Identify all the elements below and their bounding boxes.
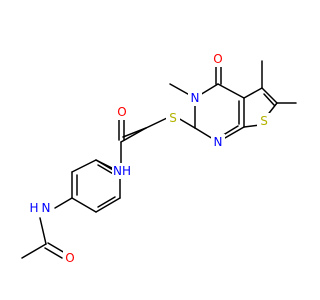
atom-labels: O N N S S O NH H bbox=[29, 51, 271, 266]
atom-n-acetamido: N bbox=[39, 200, 53, 216]
bond bbox=[71, 159, 97, 173]
atom-h-acetamido: H bbox=[29, 200, 39, 216]
atom-o-carbonyl: O bbox=[211, 51, 225, 67]
canvas-background bbox=[0, 0, 300, 300]
atom-o-amide: O bbox=[115, 104, 129, 120]
bond bbox=[145, 117, 168, 129]
bond bbox=[177, 117, 196, 129]
atom-label-o: O bbox=[65, 251, 74, 265]
atom-o-acetyl: O bbox=[63, 250, 77, 266]
bond bbox=[47, 242, 66, 254]
atom-label-o: O bbox=[213, 52, 222, 66]
bond bbox=[39, 217, 47, 245]
bond bbox=[263, 93, 275, 106]
atom-s-thiophene: S bbox=[257, 113, 271, 129]
atom-label-nh: NH bbox=[113, 164, 131, 178]
atom-label-h: H bbox=[29, 201, 38, 215]
molecule-structure: O N N S S O NH H bbox=[0, 0, 300, 300]
bond-lines bbox=[21, 60, 297, 259]
bond bbox=[44, 247, 63, 259]
bond bbox=[95, 197, 121, 213]
bond bbox=[243, 87, 263, 99]
atom-label-o: O bbox=[117, 105, 126, 119]
atom-label-s: S bbox=[260, 114, 268, 128]
bond bbox=[261, 87, 278, 104]
bond bbox=[54, 197, 73, 209]
bond bbox=[122, 127, 147, 138]
bond bbox=[21, 243, 47, 259]
bond bbox=[217, 83, 245, 99]
atom-label-n: N bbox=[42, 201, 51, 215]
bond bbox=[71, 197, 97, 213]
atom-n-pyrimidine: N bbox=[211, 134, 225, 150]
atom-label-s: S bbox=[169, 111, 177, 125]
atom-nh-amide: NH bbox=[112, 163, 134, 179]
atom-n-ring: N bbox=[188, 90, 202, 106]
atom-label-n: N bbox=[191, 91, 200, 105]
atom-s-thioether: S bbox=[166, 110, 180, 126]
bond bbox=[97, 196, 116, 208]
atom-label-n: N bbox=[214, 135, 223, 149]
